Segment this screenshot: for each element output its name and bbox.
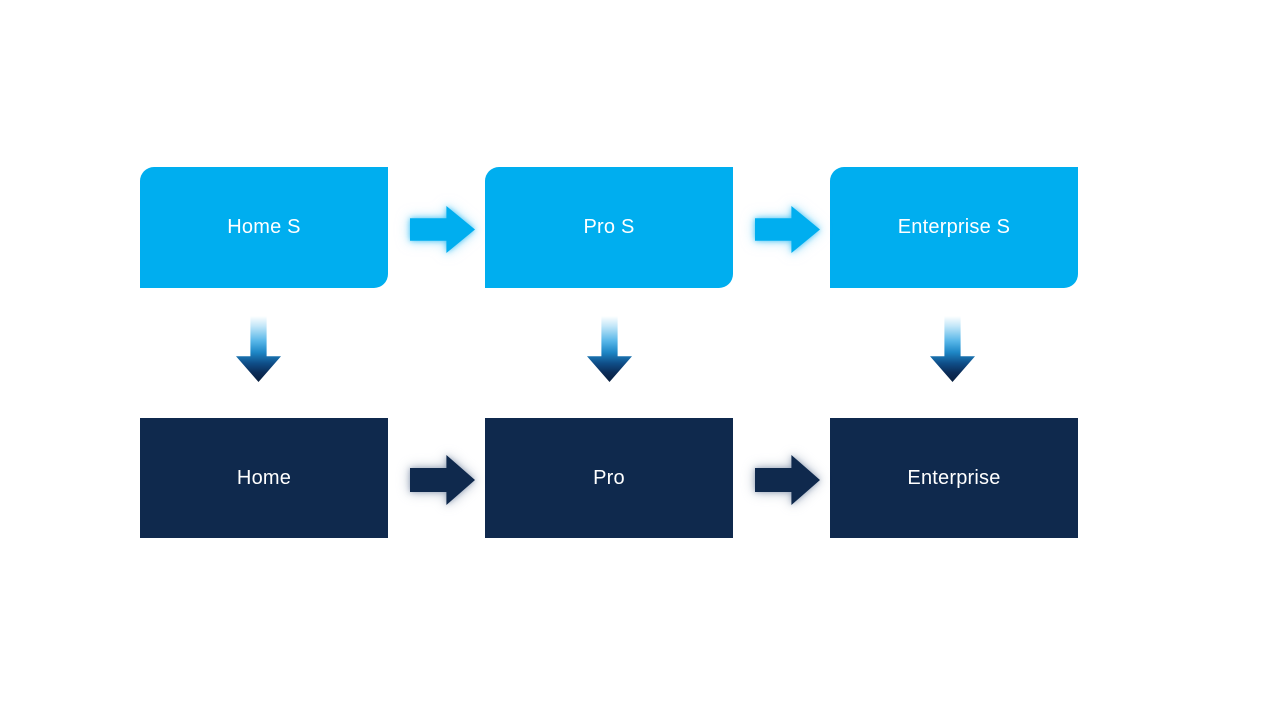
- down-arrow-icon: [930, 316, 975, 382]
- right-arrow-icon: [755, 455, 820, 505]
- right-arrow-shape: [410, 455, 475, 505]
- right-arrow-shape: [755, 455, 820, 505]
- node-enterprise: Enterprise: [830, 418, 1078, 538]
- right-arrow-icon: [410, 455, 475, 505]
- down-arrow-icon: [236, 316, 281, 382]
- down-arrow-icon: [587, 316, 632, 382]
- node-enterprise-label: Enterprise: [907, 466, 1001, 489]
- node-pro-s: Pro S: [485, 167, 733, 288]
- node-home-s-label: Home S: [227, 216, 301, 238]
- node-enterprise-s: Enterprise S: [830, 167, 1078, 288]
- right-arrow-shape: [410, 206, 475, 253]
- node-home-s: Home S: [140, 167, 388, 288]
- right-arrow-icon: [410, 206, 475, 253]
- right-arrow-shape: [755, 206, 820, 253]
- node-pro-label: Pro: [593, 466, 625, 489]
- node-pro: Pro: [485, 418, 733, 538]
- node-pro-s-label: Pro S: [583, 216, 635, 238]
- node-home-label: Home: [236, 466, 292, 489]
- right-arrow-icon: [755, 206, 820, 253]
- node-home: Home: [140, 418, 388, 538]
- node-enterprise-s-label: Enterprise S: [897, 216, 1011, 238]
